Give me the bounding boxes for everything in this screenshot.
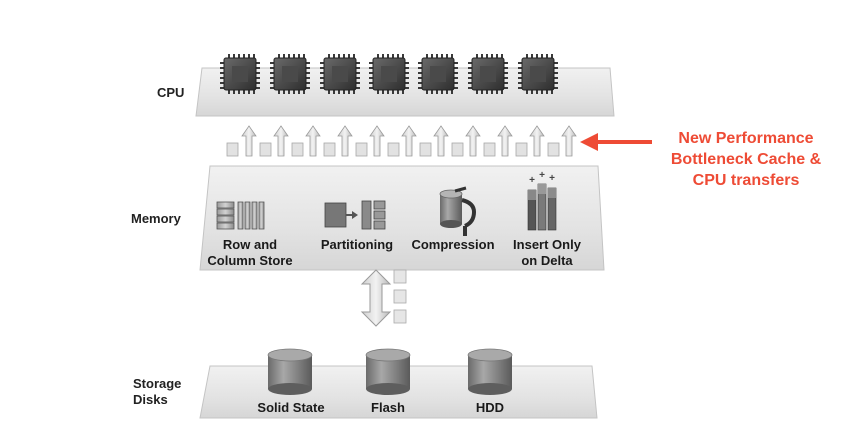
row-column-store-icon <box>216 201 265 230</box>
up-arrow-icon <box>273 125 289 157</box>
up-arrow-icon <box>433 125 449 157</box>
hdd-caption: HDD <box>475 400 505 415</box>
data-block-icon <box>226 142 239 157</box>
data-block-icon <box>483 142 496 157</box>
data-block-icon <box>515 142 528 157</box>
insert-only-delta-icon: + + + <box>527 170 557 231</box>
cpu-chip-icon <box>518 54 558 94</box>
data-block-icon <box>547 142 560 157</box>
up-arrow-icon <box>497 125 513 157</box>
compression-caption: Compression <box>411 237 495 252</box>
layer-label-storage: Storage Disks <box>133 376 181 408</box>
callout-line1: New Performance <box>678 130 814 147</box>
layer-label-storage-line1: Storage <box>133 376 182 391</box>
cpu-chip-icon <box>220 54 260 94</box>
storage-transfer-blocks <box>393 269 407 324</box>
partitioning-icon <box>324 200 386 230</box>
up-arrow-icon <box>337 125 353 157</box>
data-block-icon <box>259 142 272 157</box>
layer-label-memory: Memory <box>131 211 181 226</box>
cpu-chip-icon <box>270 54 310 94</box>
cpu-chip-icon <box>418 54 458 94</box>
layer-label-storage-line2: Disks <box>133 392 168 407</box>
svg-text:+: + <box>539 170 545 181</box>
partitioning-caption: Partitioning <box>320 237 394 252</box>
flash-caption: Flash <box>371 400 405 415</box>
row-column-store-line1: Row and <box>222 237 278 252</box>
svg-text:+: + <box>529 175 535 186</box>
up-arrow-icon <box>241 125 257 157</box>
cpu-chips <box>220 54 558 94</box>
data-block-icon <box>387 142 400 157</box>
data-block-icon <box>291 142 304 157</box>
cpu-chip-icon <box>369 54 409 94</box>
insert-only-delta-line1: Insert Only <box>513 237 581 252</box>
data-block-icon <box>355 142 368 157</box>
cache-transfer-row <box>226 125 577 157</box>
callout-arrow-icon <box>580 133 652 151</box>
insert-only-delta-caption: Insert Only on Delta <box>505 237 589 269</box>
row-column-store-line2: Column Store <box>207 253 293 268</box>
data-block-icon <box>323 142 336 157</box>
row-column-store-caption: Row and Column Store <box>200 237 300 269</box>
up-arrow-icon <box>561 125 577 157</box>
callout-line2: Bottleneck Cache & <box>670 151 822 168</box>
hdd-disk-icon <box>467 348 513 395</box>
cpu-chip-icon <box>320 54 360 94</box>
insert-only-delta-line2: on Delta <box>521 253 573 268</box>
up-arrow-icon <box>369 125 385 157</box>
callout-line3: CPU transfers <box>692 172 800 189</box>
memory-platform <box>199 165 605 271</box>
up-arrow-icon <box>529 125 545 157</box>
cpu-chip-icon <box>468 54 508 94</box>
layer-label-cpu: CPU <box>157 85 185 100</box>
flash-disk-icon <box>365 348 411 395</box>
solid-state-caption: Solid State <box>257 400 325 415</box>
performance-bottleneck-callout: New Performance Bottleneck Cache & CPU t… <box>660 128 832 191</box>
compression-icon <box>439 186 477 236</box>
data-block-icon <box>419 142 432 157</box>
svg-text:+: + <box>549 173 555 184</box>
up-arrow-icon <box>401 125 417 157</box>
solid-state-disk-icon <box>267 348 313 395</box>
up-arrow-icon <box>305 125 321 157</box>
up-arrow-icon <box>465 125 481 157</box>
data-block-icon <box>451 142 464 157</box>
bidirectional-arrow-icon <box>360 269 392 327</box>
